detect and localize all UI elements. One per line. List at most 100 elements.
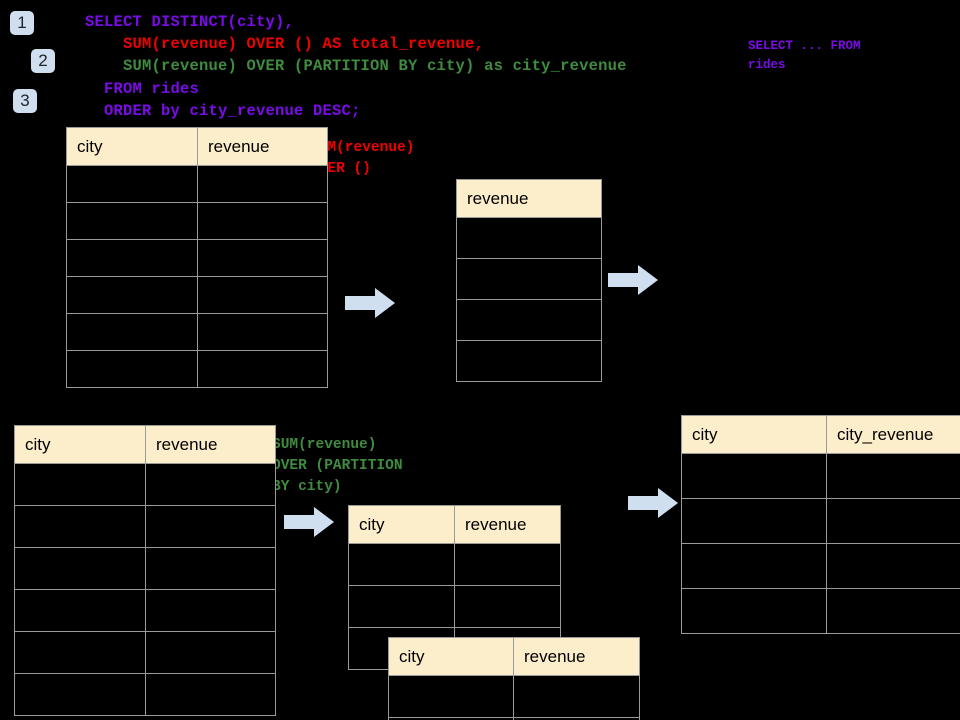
table-row xyxy=(456,340,602,382)
table-cell xyxy=(826,588,960,634)
column-header-city: city xyxy=(681,415,827,454)
table-row xyxy=(66,313,328,351)
table-row xyxy=(66,276,328,314)
table-row xyxy=(456,299,602,341)
table-cell xyxy=(66,313,198,351)
table-result: city city_revenue xyxy=(681,415,960,634)
table-cell xyxy=(197,202,328,240)
table-header-row: city revenue xyxy=(66,127,328,166)
column-header-revenue: revenue xyxy=(197,127,328,166)
table-cell xyxy=(145,631,276,674)
table-cell xyxy=(826,543,960,589)
table-row xyxy=(456,258,602,300)
table-cell xyxy=(197,165,328,203)
table-row xyxy=(66,350,328,388)
table-row xyxy=(14,505,276,548)
table-cell xyxy=(456,258,602,300)
table-source-top: city revenue xyxy=(66,127,328,388)
table-cell xyxy=(456,217,602,259)
table-row xyxy=(14,631,276,674)
table-cell xyxy=(454,585,561,628)
table-cell xyxy=(145,673,276,716)
table-cell xyxy=(145,547,276,590)
table-row xyxy=(14,547,276,590)
step-badge-2: 2 xyxy=(31,49,55,73)
table-partition-back: city revenue xyxy=(348,505,561,670)
table-row xyxy=(14,463,276,506)
table-header-row: city city_revenue xyxy=(681,415,960,454)
table-cell xyxy=(681,453,827,499)
table-cell xyxy=(513,717,640,720)
table-cell xyxy=(145,463,276,506)
select-from-rides-note: SELECT ... FROM rides xyxy=(748,39,861,72)
table-cell xyxy=(456,299,602,341)
table-total-revenue: revenue xyxy=(456,179,602,382)
column-header-revenue: revenue xyxy=(454,505,561,544)
column-header-revenue: revenue xyxy=(513,637,640,676)
table-cell xyxy=(681,498,827,544)
table-cell xyxy=(197,350,328,388)
table-row xyxy=(456,217,602,259)
table-cell xyxy=(826,453,960,499)
step-badge-1: 1 xyxy=(10,11,34,35)
table-cell xyxy=(145,589,276,632)
table-cell xyxy=(14,547,146,590)
table-cell xyxy=(14,631,146,674)
table-cell xyxy=(456,340,602,382)
column-header-revenue: revenue xyxy=(456,179,602,218)
table-row xyxy=(66,202,328,240)
table-cell xyxy=(66,276,198,314)
table-cell xyxy=(66,165,198,203)
table-cell xyxy=(197,276,328,314)
table-row xyxy=(681,543,960,589)
sql-line-from: FROM rides xyxy=(85,80,200,98)
table-header-row: city revenue xyxy=(348,505,561,544)
table-cell xyxy=(66,202,198,240)
column-header-revenue: revenue xyxy=(145,425,276,464)
sql-line-order-by: ORDER by city_revenue DESC; xyxy=(85,102,361,120)
table-cell xyxy=(348,543,455,586)
table-row xyxy=(388,717,640,720)
arrow-partition-to-result xyxy=(628,488,678,518)
column-header-city: city xyxy=(388,637,514,676)
table-cell xyxy=(681,588,827,634)
table-cell xyxy=(66,350,198,388)
table-cell xyxy=(14,673,146,716)
column-header-city-revenue: city_revenue xyxy=(826,415,960,454)
table-header-row: city revenue xyxy=(14,425,276,464)
column-header-city: city xyxy=(14,425,146,464)
table-header-row: city revenue xyxy=(388,637,640,676)
table-cell xyxy=(14,505,146,548)
column-header-city: city xyxy=(348,505,455,544)
step-badge-3: 3 xyxy=(13,89,37,113)
table-row xyxy=(66,239,328,277)
table-row xyxy=(388,675,640,718)
annotation-over-partition: SUM(revenue) OVER (PARTITION BY city) xyxy=(272,437,403,495)
table-row xyxy=(14,673,276,716)
table-row xyxy=(66,165,328,203)
table-row xyxy=(681,498,960,544)
table-partition-front: city revenue xyxy=(388,637,640,720)
table-cell xyxy=(197,313,328,351)
table-cell xyxy=(145,505,276,548)
table-cell xyxy=(14,589,146,632)
table-row xyxy=(348,585,561,628)
table-cell xyxy=(454,543,561,586)
table-row xyxy=(14,589,276,632)
table-row xyxy=(681,453,960,499)
table-cell xyxy=(197,239,328,277)
column-header-city: city xyxy=(66,127,198,166)
table-cell xyxy=(348,585,455,628)
sql-line-sum-over-partition: SUM(revenue) OVER (PARTITION BY city) as… xyxy=(85,57,627,75)
arrow-total-to-result xyxy=(608,265,658,295)
table-cell xyxy=(826,498,960,544)
table-header-row: revenue xyxy=(456,179,602,218)
table-cell xyxy=(388,675,514,718)
table-cell xyxy=(513,675,640,718)
table-source-bottom: city revenue xyxy=(14,425,276,716)
arrow-source-to-partition xyxy=(284,507,334,537)
sql-line-sum-over-empty: SUM(revenue) OVER () AS total_revenue, xyxy=(85,35,485,53)
table-cell xyxy=(66,239,198,277)
arrow-source-to-total xyxy=(345,288,395,318)
